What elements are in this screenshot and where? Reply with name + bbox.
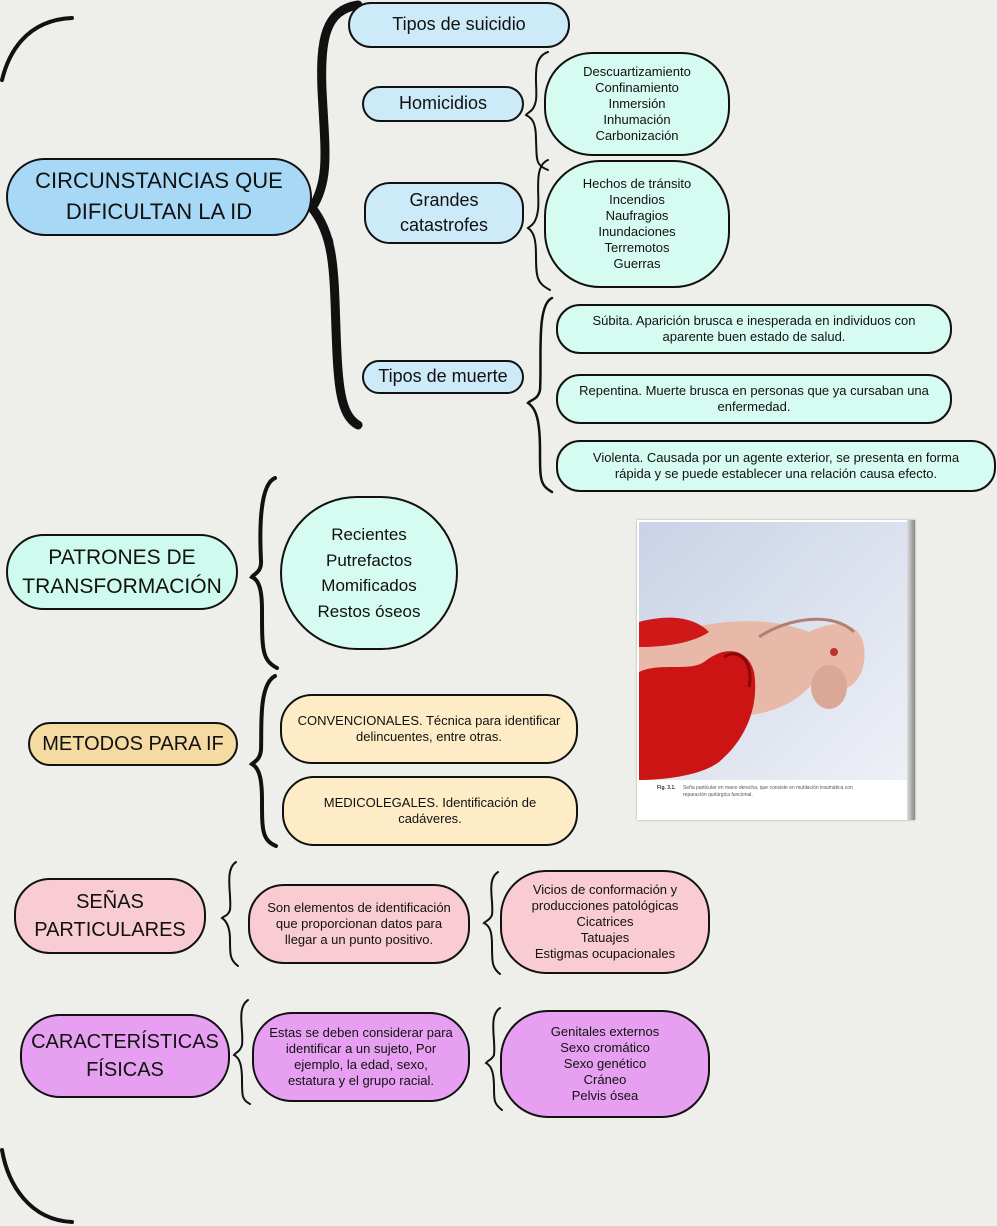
muerte-repentina-node: Repentina. Muerte brusca en personas que… — [556, 374, 952, 424]
metodos-brace — [248, 674, 278, 848]
caracteristicas-title-node: CARACTERÍSTICAS FÍSICAS — [20, 1014, 230, 1098]
metodos-title-node: METODOS PARA IF — [28, 722, 238, 766]
main-brace — [306, 0, 363, 430]
main-title-node: CIRCUNSTANCIAS QUE DIFICULTAN LA ID — [6, 158, 312, 236]
muerte-subita-node: Súbita. Aparición brusca e inesperada en… — [556, 304, 952, 354]
photo-caption-label: Fig. 3.1. — [657, 785, 676, 791]
caracteristicas-definition-node: Estas se deben considerar para identific… — [252, 1012, 470, 1102]
hand-photo: Fig. 3.1. Seña particular en mano derech… — [637, 520, 915, 820]
patrones-title-node: PATRONES DE TRANSFORMACIÓN — [6, 534, 238, 610]
catastrofes-details: Hechos de tránsito Incendios Naufragios … — [544, 160, 730, 288]
photo-caption-text: Seña particular en mano derecha, que con… — [683, 785, 853, 798]
tipos-muerte-node: Tipos de muerte — [362, 360, 524, 394]
senas-items-node: Vicios de conformación y producciones pa… — [500, 870, 710, 974]
homicidios-node: Homicidios — [362, 86, 524, 122]
outer-brace — [0, 16, 74, 1224]
patrones-brace — [249, 476, 279, 670]
caracteristicas-items-node: Genitales externos Sexo cromático Sexo g… — [500, 1010, 710, 1118]
patrones-items: Recientes Putrefactos Momificados Restos… — [280, 496, 458, 650]
senas-definition-node: Son elementos de identificación que prop… — [248, 884, 470, 964]
photo-page-edge — [907, 520, 915, 820]
hand-photo-image — [639, 522, 911, 780]
homicidios-details: Descuartizamiento Confinamiento Inmersió… — [544, 52, 730, 156]
metodo-medicolegales-node: MEDICOLEGALES. Identificación de cadáver… — [282, 776, 578, 846]
metodo-convencionales-node: CONVENCIONALES. Técnica para identificar… — [280, 694, 578, 764]
muerte-violenta-node: Violenta. Causada por un agente exterior… — [556, 440, 996, 492]
senas-title-node: SEÑAS PARTICULARES — [14, 878, 206, 954]
catastrofes-node: Grandes catastrofes — [364, 182, 524, 244]
tipos-suicidio-node: Tipos de suicidio — [348, 2, 570, 48]
